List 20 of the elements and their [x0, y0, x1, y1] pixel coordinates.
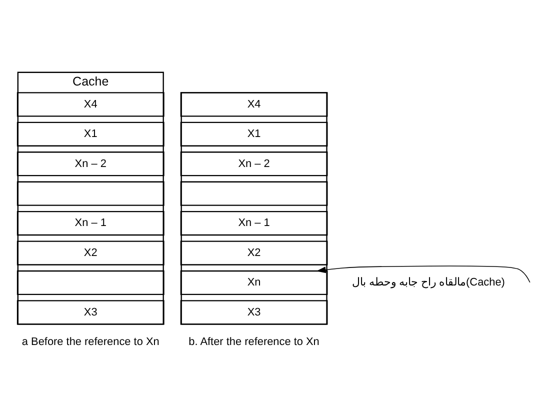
node-box: X4: [180, 92, 328, 117]
label: مالقاه راح جابه وحطه بال(Cache): [352, 276, 505, 289]
node-box: Xn: [180, 270, 328, 296]
node-box: Xn – 1: [180, 210, 328, 236]
node-box: [16, 181, 164, 206]
node-box: X1: [16, 122, 164, 146]
node-box: X2: [180, 240, 328, 266]
node-box: Xn – 1: [16, 210, 164, 236]
node-box: [180, 181, 328, 206]
node-box: X3: [16, 300, 164, 325]
arrow: [316, 266, 530, 283]
label: a Before the reference to Xn: [22, 336, 160, 348]
node-box: Xn – 2: [16, 152, 164, 176]
node-box: Xn – 2: [180, 152, 328, 176]
node-box: X4: [16, 92, 164, 117]
label: b. After the reference to Xn: [188, 336, 320, 348]
node-box: [16, 270, 164, 296]
node-box: X1: [180, 122, 328, 146]
node-box: X2: [16, 240, 164, 266]
node-box: X3: [180, 300, 328, 325]
